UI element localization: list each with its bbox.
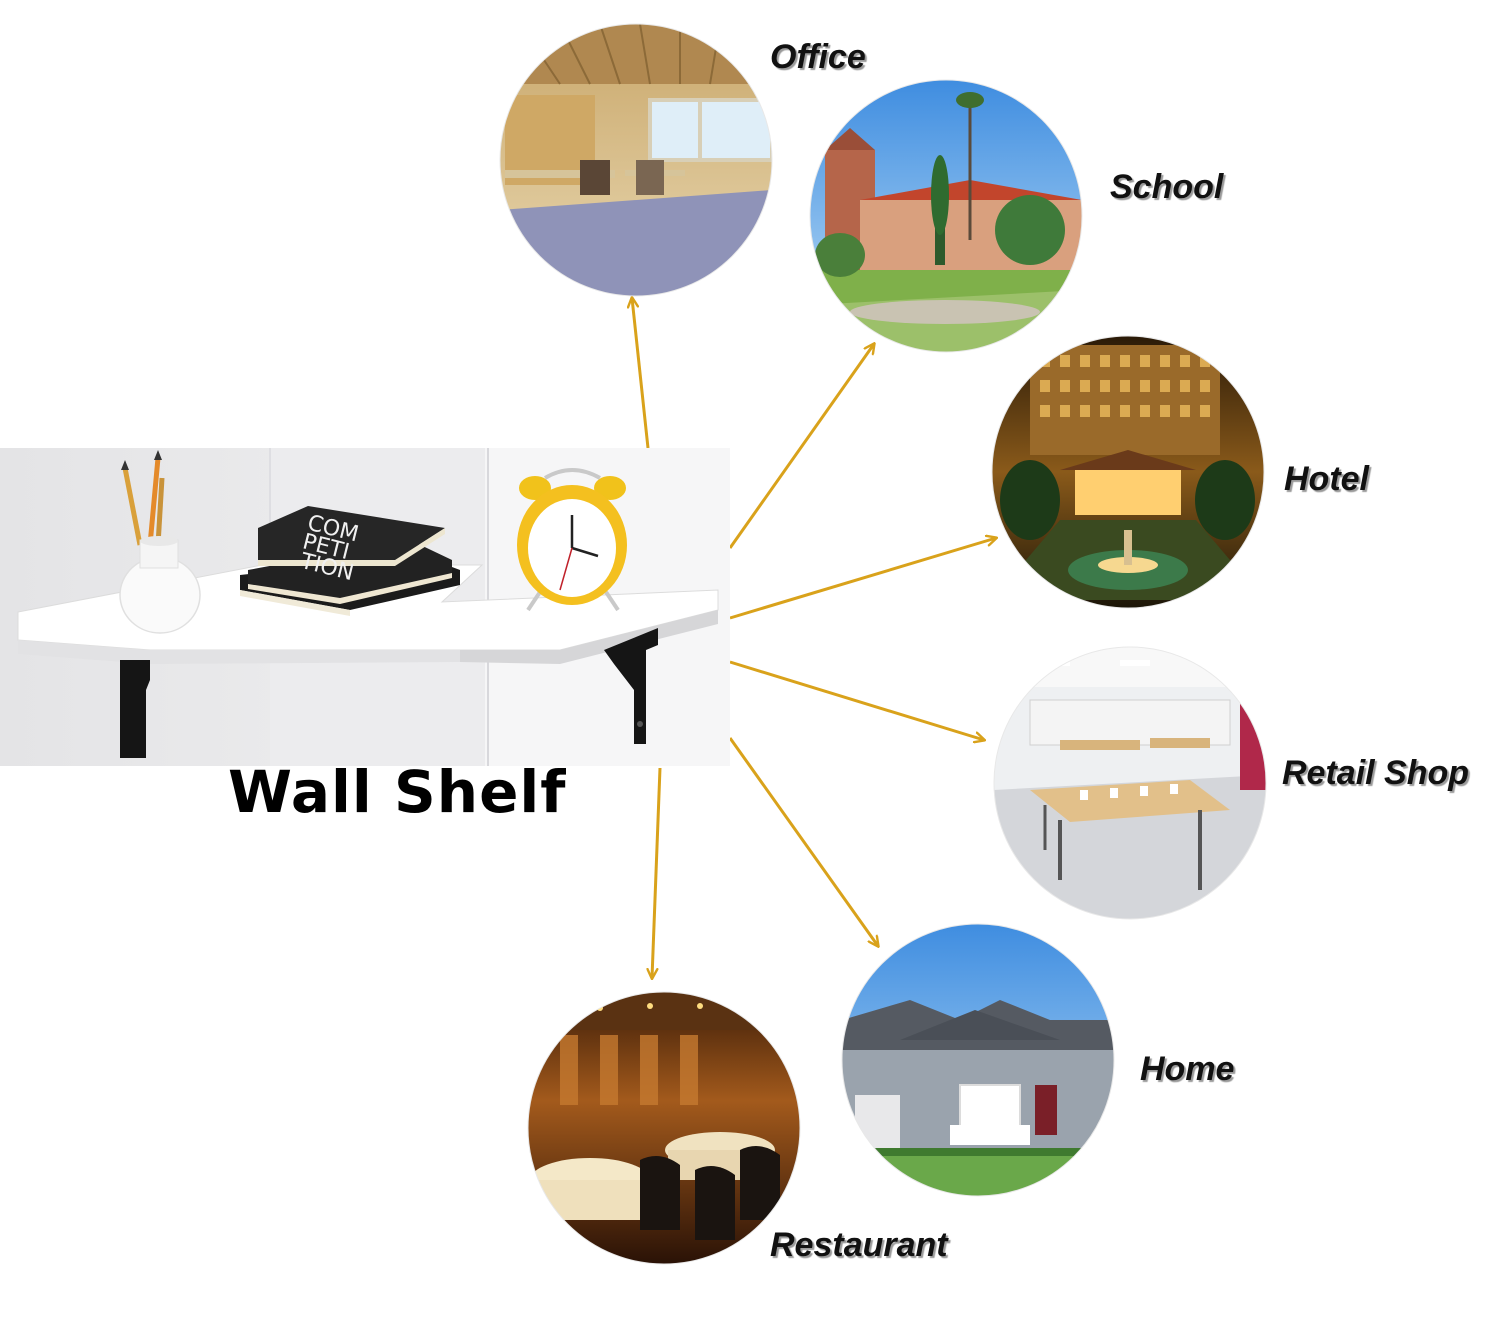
hotel-photo xyxy=(992,336,1264,608)
label-restaurant: Restaurant xyxy=(770,1226,948,1264)
vase-with-pencils xyxy=(119,450,201,634)
shelf-bracket-left xyxy=(120,660,150,758)
arrow-to-restaurant xyxy=(652,767,662,978)
home-photo xyxy=(842,924,1114,1196)
retail-photo xyxy=(994,647,1266,919)
label-hotel: Hotel xyxy=(1284,460,1369,498)
alarm-clock xyxy=(517,468,627,612)
label-retail-shop: Retail Shop xyxy=(1282,754,1470,792)
arrow-to-school xyxy=(728,344,874,549)
restaurant-photo xyxy=(528,992,800,1264)
school-photo xyxy=(810,80,1082,352)
arrow-to-office xyxy=(632,298,650,449)
arrow-to-home xyxy=(728,737,878,946)
arrow-to-retail xyxy=(729,660,984,740)
label-home: Home xyxy=(1140,1050,1235,1088)
arrow-to-hotel xyxy=(729,538,996,620)
label-office: Office xyxy=(770,38,866,76)
wall-shelf-title: Wall Shelf xyxy=(228,758,567,826)
shelf-bracket-right xyxy=(604,628,658,744)
label-school: School xyxy=(1110,168,1224,206)
office-photo xyxy=(500,24,772,296)
arrows xyxy=(632,298,996,978)
stacked-books: COM PETI TION xyxy=(240,506,460,616)
wall-shelf-photo: COM PETI TION xyxy=(0,448,730,766)
